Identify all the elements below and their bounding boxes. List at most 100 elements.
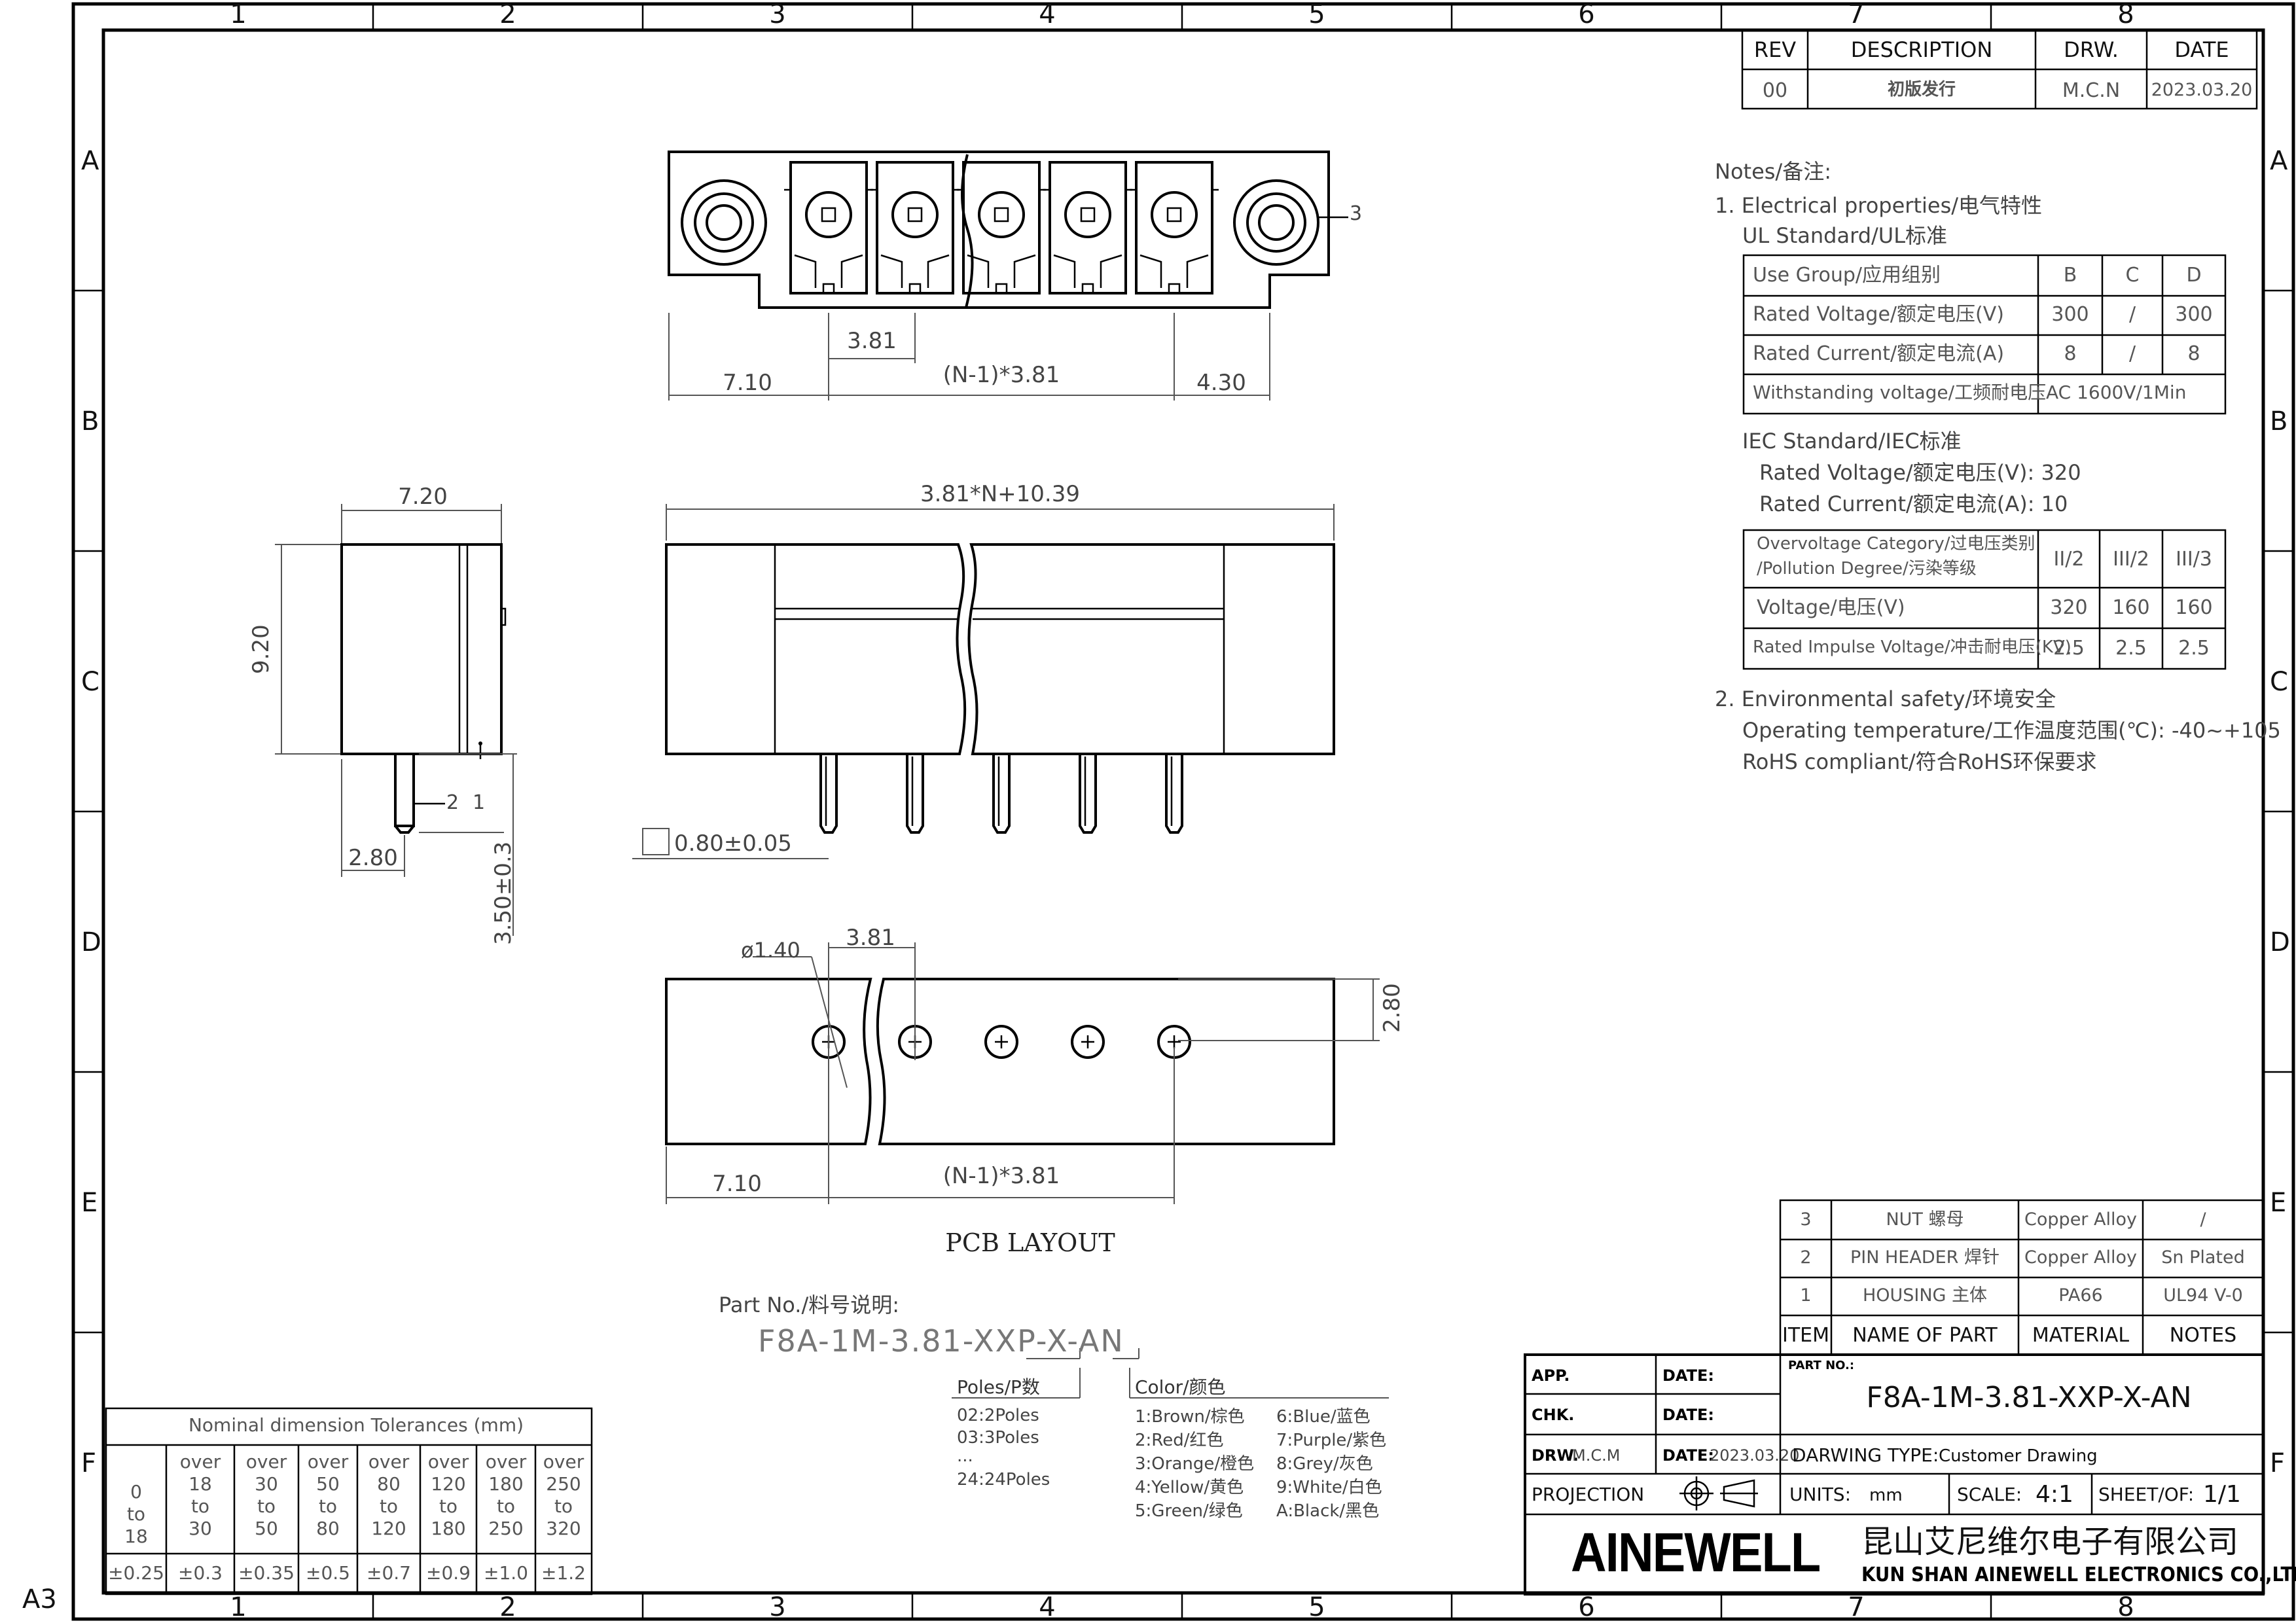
drw-date-value: 2023.03.20 [1710, 1446, 1800, 1465]
company-name-cn: 昆山艾尼维尔电子有限公司 [1861, 1524, 2239, 1560]
color-option-2: 2:Red/红色 [1135, 1431, 1224, 1450]
dim-top-right: 4.30 [1196, 370, 1246, 396]
part-number-code: F8A-1M-3.81-XXP-X-AN [758, 1323, 1124, 1359]
iec-table-grid [1742, 529, 2227, 670]
ul-group-c: C [2125, 264, 2140, 287]
company-logo: AINEWELL [1571, 1522, 1821, 1583]
color-option-7: 7:Purple/紫色 [1276, 1431, 1387, 1450]
notes-item-2: 2. Environmental safety/环境安全 [1715, 687, 2056, 711]
row-label-D-right: D [2270, 927, 2290, 957]
notes-title: Notes/备注: [1715, 159, 1831, 184]
ul-standard-label: UL Standard/UL标准 [1742, 223, 1948, 248]
iec-category-3: III/3 [2176, 548, 2212, 571]
column-label-5: 5 [1308, 0, 1325, 29]
tolerance-range-text: 50 [316, 1473, 340, 1495]
dim-side-pin: 2.80 [348, 845, 398, 871]
top-dimension-lines [668, 313, 1270, 401]
front-dimension-lines [632, 504, 1335, 859]
projection-label: PROJECTION [1532, 1484, 1645, 1505]
dim-side-width: 7.20 [398, 484, 448, 510]
revision-table-grid [1741, 29, 2258, 110]
drw-label: DRW. [1532, 1446, 1579, 1465]
row-label-B: B [81, 406, 99, 437]
bom-header: NAME OF PART [1852, 1324, 1998, 1347]
tolerance-range-text: 30 [188, 1518, 212, 1539]
iec-overvoltage-label: Overvoltage Category/过电压类别 [1757, 534, 2036, 554]
bom-cell: PA66 [2058, 1285, 2103, 1306]
chk-date-label: DATE: [1662, 1406, 1714, 1424]
bom-cell: NUT 螺母 [1886, 1209, 1964, 1230]
tolerance-range-text: 18 [188, 1473, 212, 1495]
drawing-type-value: Customer Drawing [1939, 1446, 2098, 1466]
tolerance-range-text: 250 [488, 1518, 524, 1539]
ul-use-group-label: Use Group/应用组别 [1753, 264, 1941, 287]
tolerance-value: ±0.5 [306, 1562, 350, 1584]
side-dimension-lines [275, 504, 517, 936]
iec-impulse-label: Rated Impulse Voltage/冲击耐电压(KV) [1753, 637, 2072, 657]
column-label-8: 8 [2117, 0, 2134, 29]
pin [819, 754, 838, 834]
tolerance-range-text: 120 [371, 1518, 406, 1539]
column-label-6-bottom: 6 [1578, 1592, 1595, 1622]
date-value: 2023.03.20 [2151, 80, 2253, 100]
part-number-label: Part No./料号说明: [719, 1293, 900, 1317]
color-option-8: 8:Grey/灰色 [1276, 1454, 1373, 1474]
iec-rated-current: Rated Current/额定电流(A): 10 [1759, 491, 2068, 516]
color-option-1: 1:Brown/棕色 [1135, 1407, 1245, 1427]
pin [992, 754, 1011, 834]
rev-header: REV [1753, 37, 1797, 62]
column-label-7-bottom: 7 [1848, 1592, 1865, 1622]
color-title: Color/颜色 [1135, 1376, 1226, 1398]
screw-left [681, 179, 767, 266]
drw-value: M.C.N [2062, 79, 2121, 102]
bom-cell: 1 [1800, 1285, 1812, 1306]
tolerance-table-grid [105, 1407, 593, 1596]
units-label: UNITS: [1789, 1484, 1852, 1505]
tolerance-range-text: to [439, 1495, 458, 1517]
bom-header: ITEM [1782, 1324, 1830, 1347]
part-number-leaders [952, 1348, 1389, 1399]
iec-voltage-label: Voltage/电压(V) [1757, 596, 1905, 619]
dim-pcb-pitch: 3.81 [846, 925, 895, 951]
tolerance-value: ±1.2 [541, 1562, 586, 1584]
scale-value: 4:1 [2036, 1481, 2073, 1508]
tolerance-range-text: to [257, 1495, 276, 1517]
pcb-layout [665, 978, 1335, 1145]
iec-impulse-3: 2.5 [2178, 637, 2210, 660]
ul-group-d: D [2186, 264, 2202, 287]
front-view-body-left [665, 543, 967, 755]
dim-pin-size: 0.80±0.05 [674, 830, 792, 857]
poles-option-3: 03:3Poles [957, 1428, 1039, 1448]
poles-ellipsis: ... [957, 1446, 973, 1466]
dim-top-middle: (N-1)*3.81 [942, 362, 1060, 388]
ul-withstanding-label: Withstanding voltage/工频耐电压 [1753, 382, 2047, 403]
iec-impulse-2: 2.5 [2115, 637, 2147, 660]
tolerance-range-text: 30 [255, 1473, 278, 1495]
tolerance-value: ±0.25 [108, 1562, 164, 1584]
sheet-label: SHEET/OF: [2098, 1484, 2195, 1505]
tolerance-value: ±0.7 [367, 1562, 411, 1584]
tolerance-value: ±1.0 [484, 1562, 528, 1584]
tolerance-range-text: 250 [546, 1473, 581, 1495]
pcb-dimension-lines [666, 942, 1380, 1204]
sheet-value: 1/1 [2203, 1481, 2241, 1508]
tolerance-range-text: 50 [255, 1518, 278, 1539]
dim-label-1: 1 [473, 791, 486, 814]
column-label-4-bottom: 4 [1039, 1592, 1056, 1622]
color-option-6: 6:Blue/蓝色 [1276, 1407, 1371, 1427]
bom-cell: HOUSING 主体 [1862, 1285, 1988, 1306]
pcb-board-left [665, 978, 872, 1145]
iec-category-2: III/2 [2113, 548, 2149, 571]
terminal-cell [870, 161, 960, 294]
rohs-compliance: RoHS compliant/符合RoHS环保要求 [1742, 749, 2097, 774]
sheet-size-label: A3 [22, 1584, 57, 1614]
bom-cell: PIN HEADER 焊针 [1850, 1247, 2000, 1268]
part-no-label: PART NO.: [1788, 1359, 1855, 1372]
scale-label: SCALE: [1957, 1484, 2022, 1505]
bom-header: NOTES [2169, 1324, 2237, 1347]
pin [906, 754, 924, 834]
tolerance-value: ±0.3 [178, 1562, 223, 1584]
tolerance-range-text: over [179, 1451, 221, 1472]
terminal-cell [1130, 161, 1219, 294]
tolerance-range-text: 180 [488, 1473, 524, 1495]
